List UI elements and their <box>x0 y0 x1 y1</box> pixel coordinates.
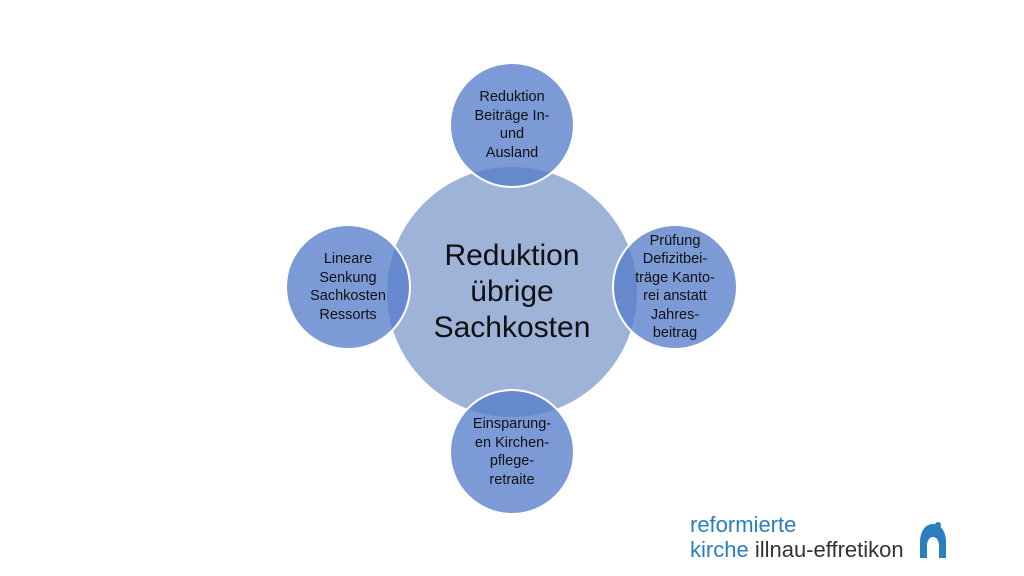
satellite-bottom-circle: Einsparung- en Kirchen- pflege- retraite <box>449 389 575 515</box>
satellite-bottom-label: Einsparung- en Kirchen- pflege- retraite <box>472 416 552 488</box>
logo-line-1: reformierte <box>690 512 797 537</box>
satellite-right-label: Prüfung Defizitbei- träge Kanto- rei ans… <box>635 232 715 342</box>
center-label: Reduktion übrige Sachkosten <box>433 239 591 344</box>
satellite-right-circle: Prüfung Defizitbei- träge Kanto- rei ans… <box>612 224 738 350</box>
satellite-left-circle: Lineare Senkung Sachkosten Ressorts <box>285 224 411 350</box>
satellite-top-circle: Reduktion Beiträge In- und Ausland <box>449 62 575 188</box>
logo-kirche: kirche <box>690 537 749 562</box>
church-logo-icon <box>920 522 946 558</box>
satellite-left-label: Lineare Senkung Sachkosten Ressorts <box>310 251 386 323</box>
satellite-top-label: Reduktion Beiträge In- und Ausland <box>474 89 550 161</box>
church-logo: reformierte kirche illnau-effretikon <box>690 512 960 564</box>
center-circle: Reduktion übrige Sachkosten <box>385 165 639 419</box>
logo-place: illnau-effretikon <box>754 537 904 562</box>
logo-line-2: kirche illnau-effretikon <box>690 537 904 563</box>
